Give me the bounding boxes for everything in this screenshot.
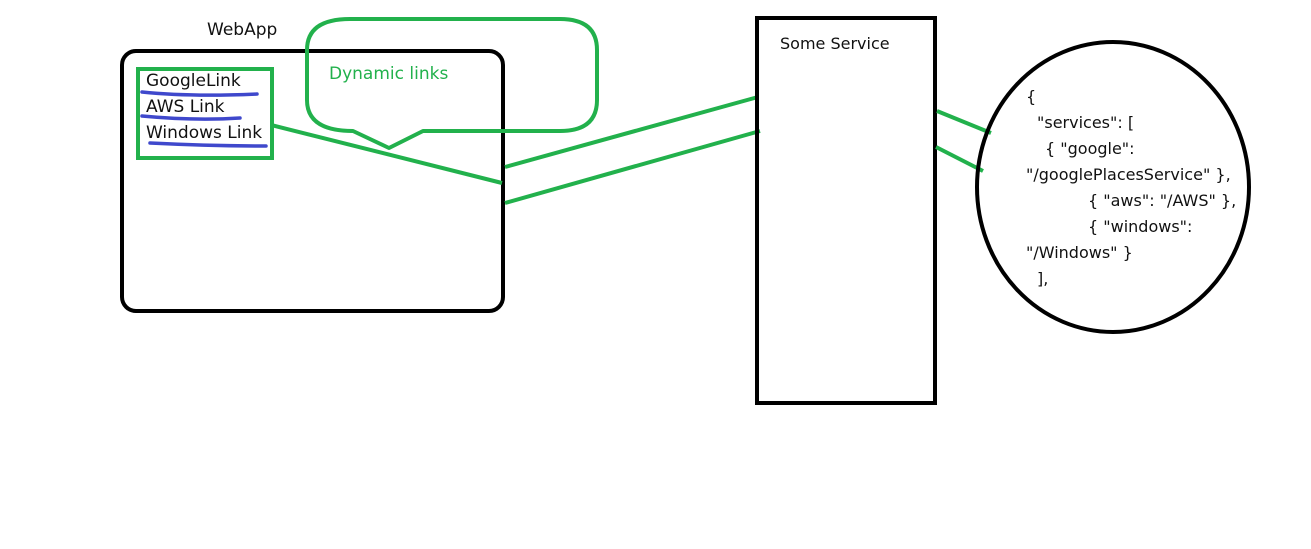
- response-json-line: "services": [: [1037, 113, 1135, 132]
- service-title: Some Service: [780, 34, 890, 53]
- webapp-title: WebApp: [207, 20, 278, 40]
- response-json-line: { "windows":: [1088, 217, 1193, 236]
- response-json-line: { "aws": "/AWS" },: [1088, 191, 1237, 210]
- aws-link[interactable]: AWS Link: [146, 97, 225, 117]
- dynamic-links-label: Dynamic links: [329, 64, 449, 84]
- underline-googlelink: [140, 90, 259, 97]
- response-json-line: ],: [1037, 269, 1049, 288]
- response-json-line: "/googlePlacesService" },: [1026, 165, 1231, 184]
- google-link[interactable]: GoogleLink: [146, 71, 241, 91]
- webapp-service-connector-upper: [504, 95, 759, 169]
- webapp-service-connector-lower: [504, 129, 761, 205]
- underline-windows-link: [148, 141, 268, 148]
- windows-link[interactable]: Windows Link: [146, 123, 263, 143]
- response-json-line: { "google":: [1045, 139, 1135, 158]
- response-json-line: {: [1026, 87, 1037, 106]
- underline-aws-link: [140, 114, 242, 121]
- windows-link-connector: [270, 123, 503, 185]
- response-json-line: "/Windows" }: [1026, 243, 1133, 262]
- dynamic-links-callout: [305, 17, 599, 150]
- webapp-box: [120, 49, 505, 313]
- response-circle: [975, 40, 1251, 334]
- links-box: [136, 67, 274, 160]
- service-response-connector-lower: [935, 145, 984, 173]
- service-box: [755, 16, 937, 405]
- service-response-connector-upper: [936, 109, 992, 135]
